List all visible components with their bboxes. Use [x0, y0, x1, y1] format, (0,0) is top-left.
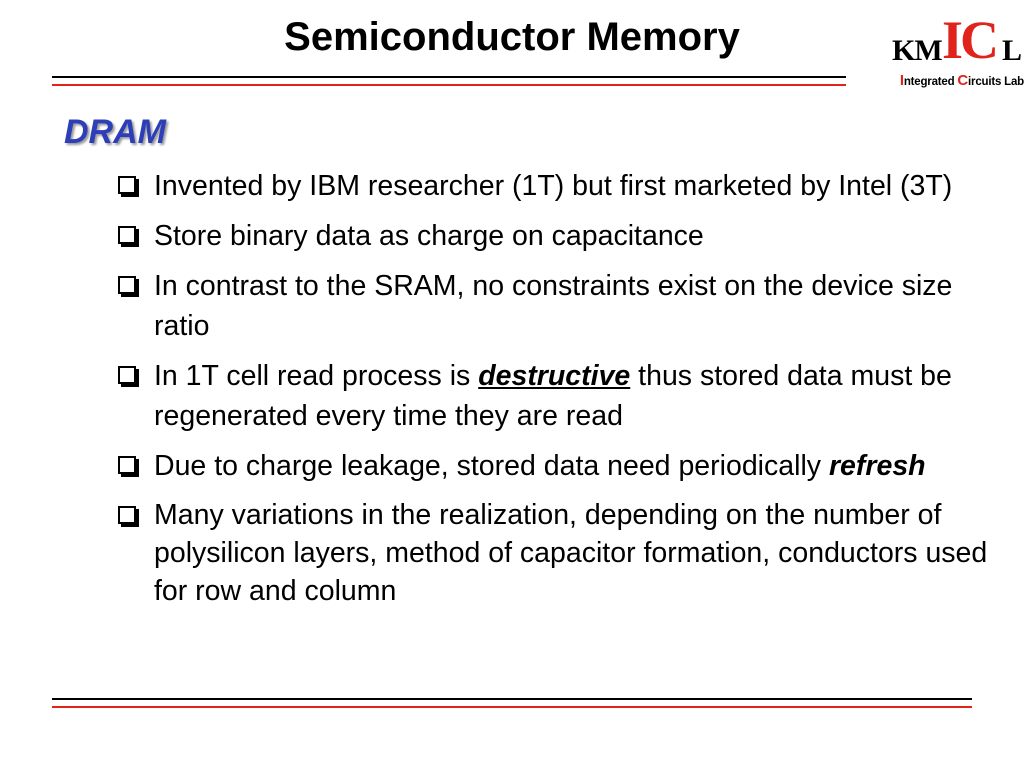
list-item: Many variations in the realization, depe… — [118, 496, 998, 610]
bullet-list: Invented by IBM researcher (1T) but firs… — [118, 166, 998, 620]
hollow-square-bullet-icon — [118, 276, 136, 294]
hollow-square-bullet-icon — [118, 456, 136, 474]
emphasis-refresh: refresh — [828, 450, 926, 482]
logo-sub-c: C — [957, 72, 969, 89]
header-rule-black — [52, 76, 846, 78]
section-heading: DRAM — [64, 113, 166, 151]
hollow-square-bullet-icon — [118, 506, 136, 524]
hollow-square-bullet-icon — [118, 226, 136, 244]
bullet-text-post: thus stored data must be regenerated eve… — [154, 360, 952, 432]
footer-rule-red — [52, 706, 972, 708]
header-rule-red — [52, 84, 846, 86]
bullet-text-pre: Due to charge leakage, stored data need … — [154, 450, 829, 482]
emphasis-destructive: destructive — [478, 360, 631, 392]
kmicl-logo: KM IC L Integrated Circuits Lab — [880, 8, 1024, 94]
logo-wordmark: KM IC L — [892, 12, 1022, 72]
slide-title: Semiconductor Memory — [284, 15, 740, 59]
logo-l-text: L — [1002, 34, 1023, 67]
list-item: Invented by IBM researcher (1T) but firs… — [118, 166, 998, 206]
logo-km-text: KM — [892, 34, 943, 67]
list-item: Due to charge leakage, stored data need … — [118, 446, 998, 486]
bullet-text-pre: In 1T cell read process is — [154, 360, 479, 392]
logo-sub-ircuits: ircuits Lab — [968, 76, 1024, 88]
bullet-text: In contrast to the SRAM, no constraints … — [154, 270, 953, 342]
list-item: Store binary data as charge on capacitan… — [118, 216, 998, 256]
list-item: In contrast to the SRAM, no constraints … — [118, 266, 998, 346]
logo-sub-ntegrated: ntegrated — [903, 76, 958, 88]
hollow-square-bullet-icon — [118, 366, 136, 384]
hollow-square-bullet-icon — [118, 176, 136, 194]
logo-ic-text: IC — [942, 10, 999, 70]
bullet-text: Store binary data as charge on capacitan… — [154, 220, 704, 252]
logo-sub-i: I — [899, 72, 904, 89]
footer-rule-black — [52, 698, 972, 700]
list-item: In 1T cell read process is destructive t… — [118, 356, 998, 436]
logo-subtitle: Integrated Circuits Lab — [880, 72, 1024, 89]
bullet-text: Invented by IBM researcher (1T) but firs… — [154, 170, 953, 202]
bullet-text: Many variations in the realization, depe… — [154, 499, 988, 607]
